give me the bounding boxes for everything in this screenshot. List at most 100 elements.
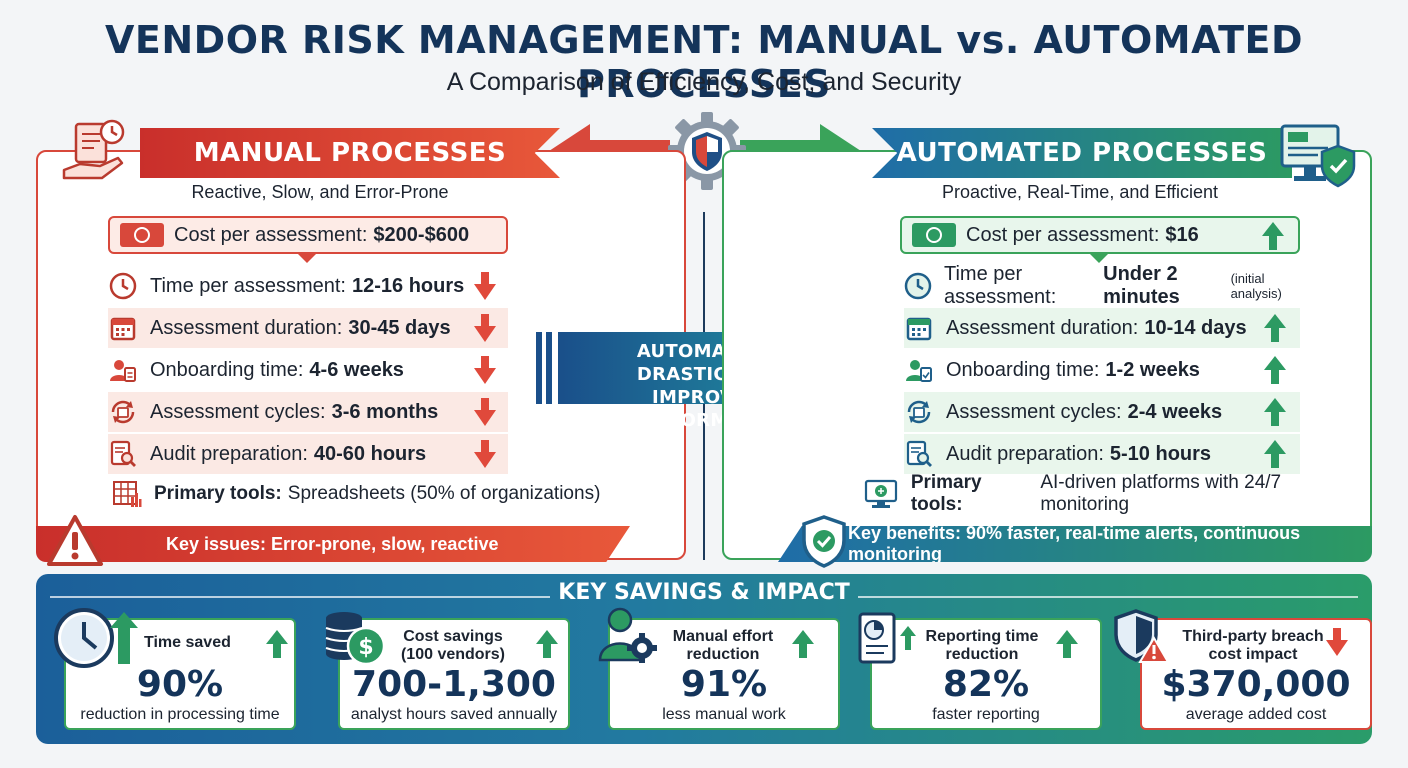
cycle-calendar-icon xyxy=(904,397,934,427)
arrow-up-icon xyxy=(792,630,814,658)
cost-notch xyxy=(1090,254,1108,263)
metric-value: 5-10 hours xyxy=(1109,442,1212,465)
card-sub: faster reporting xyxy=(932,706,1040,723)
manual-metric-row: Time per assessment: 12-16 hours xyxy=(108,266,508,306)
metric-value: 12-16 hours xyxy=(352,274,465,297)
card-label: Reporting time reduction xyxy=(925,628,1039,663)
manual-metric-row: Assessment cycles: 3-6 months xyxy=(108,392,508,432)
automated-trend-arrows xyxy=(1264,314,1286,468)
cost-notch xyxy=(298,254,316,263)
automated-tools-row: Primary tools: AI-driven platforms with … xyxy=(864,472,1364,515)
arrow-up-icon xyxy=(1264,398,1286,426)
arrow-up-icon xyxy=(1264,356,1286,384)
manual-tagline: Reactive, Slow, and Error-Prone xyxy=(191,182,449,202)
card-sub: less manual work xyxy=(662,706,786,723)
card-label: Time saved xyxy=(144,634,231,651)
metric-label: Assessment cycles: xyxy=(150,400,326,423)
manual-tools-row: Primary tools: Spreadsheets (50% of orga… xyxy=(112,474,632,514)
cycle-calendar-icon xyxy=(108,397,138,427)
arrow-up-icon xyxy=(266,630,288,658)
metric-value: 3-6 months xyxy=(331,400,439,423)
manual-metric-row: Audit preparation: 40-60 hours xyxy=(108,434,508,474)
metric-label: Audit preparation: xyxy=(946,442,1104,465)
arrow-up-icon xyxy=(1264,440,1286,468)
card-value: 91% xyxy=(680,664,768,705)
card-sub: average added cost xyxy=(1185,706,1327,723)
arrow-up-icon xyxy=(1264,314,1286,342)
metric-value: 30-45 days xyxy=(348,316,451,339)
calendar-icon xyxy=(904,313,934,343)
tools-value: AI-driven platforms with 24/7 monitoring xyxy=(1040,472,1282,515)
arrow-down-icon xyxy=(474,356,496,384)
metric-label: Onboarding time: xyxy=(946,358,1100,381)
clock-icon xyxy=(54,608,138,668)
tools-value: Spreadsheets (50% of organizations) xyxy=(287,483,601,504)
metric-label: Time per assessment: xyxy=(150,274,346,297)
shield-check-icon xyxy=(802,515,846,568)
arrow-down-icon xyxy=(474,314,496,342)
metric-value: 10-14 days xyxy=(1144,316,1247,339)
metric-value: Under 2 minutes xyxy=(1103,263,1180,308)
coins-dollar-icon: $ xyxy=(325,612,386,666)
metric-label: Assessment duration: xyxy=(946,316,1139,339)
arrow-down-icon xyxy=(474,272,496,300)
manual-metric-row: Assessment duration: 30-45 days xyxy=(108,308,508,348)
automated-metric-row: Assessment duration: 10-14 days xyxy=(904,308,1300,348)
person-clipboard-icon xyxy=(108,355,138,385)
metric-label: Time per assessment: xyxy=(944,263,1057,308)
clock-icon xyxy=(108,271,138,301)
document-search-icon xyxy=(904,439,934,469)
tools-label: Primary tools: xyxy=(910,472,982,515)
savings-title-rule xyxy=(858,596,1358,598)
savings-title-rule xyxy=(50,596,550,598)
manual-key-issues: Key issues: Error-prone, slow, reactive xyxy=(36,526,630,562)
automated-heading: AUTOMATED PROCESSES xyxy=(872,128,1292,178)
report-chart-icon xyxy=(858,612,916,664)
money-icon xyxy=(120,223,164,247)
person-gear-icon xyxy=(598,607,657,663)
automated-metric-row: Time per assessment: Under 2 minutes (in… xyxy=(904,263,1300,308)
document-search-icon xyxy=(108,439,138,469)
arrow-down-icon xyxy=(474,440,496,468)
metric-note: (initial analysis) xyxy=(1230,271,1282,301)
manual-cost-box: Cost per assessment: $200-$600 xyxy=(108,216,508,254)
card-value: $370,000 xyxy=(1161,664,1351,705)
arrow-up-icon xyxy=(536,630,558,658)
manual-metric-row: Onboarding time: 4-6 weeks xyxy=(108,350,508,390)
metric-value: 4-6 weeks xyxy=(309,358,404,381)
automated-cost-box: Cost per assessment: $16 xyxy=(900,216,1300,254)
savings-title: KEY SAVINGS & IMPACT xyxy=(558,580,850,605)
automated-metric-row: Audit preparation: 5-10 hours xyxy=(904,434,1300,474)
manual-heading: MANUAL PROCESSES xyxy=(140,128,560,178)
metric-label: Assessment cycles: xyxy=(946,400,1122,423)
card-value: 700-1,300 xyxy=(352,664,556,705)
card-sub: reduction in processing time xyxy=(80,706,280,723)
automated-key-benefits: Key benefits: 90% faster, real-time aler… xyxy=(778,526,1372,562)
manual-cost-value: $200-$600 xyxy=(373,223,470,246)
money-icon xyxy=(912,223,956,247)
card-label: Cost savings (100 vendors) xyxy=(400,628,506,663)
card-value: 90% xyxy=(136,664,224,705)
manual-cost-label: Cost per assessment: xyxy=(174,223,368,246)
arrow-up-icon xyxy=(1262,222,1284,250)
calendar-icon xyxy=(108,313,138,343)
clock-icon xyxy=(904,271,932,301)
metric-value: 40-60 hours xyxy=(313,442,427,465)
spreadsheet-icon xyxy=(112,479,142,509)
card-label: Manual effort reduction xyxy=(672,628,774,663)
automated-cost-value: $16 xyxy=(1165,223,1199,246)
automated-tagline: Proactive, Real-Time, and Efficient xyxy=(941,182,1219,202)
ai-monitor-icon xyxy=(864,479,899,509)
arrow-up-icon xyxy=(1056,630,1078,658)
tools-label: Primary tools: xyxy=(154,483,282,504)
metric-label: Onboarding time: xyxy=(150,358,304,381)
metric-value: 1-2 weeks xyxy=(1105,358,1200,381)
manual-trend-arrows xyxy=(474,272,496,468)
warning-icon xyxy=(47,515,103,566)
monitor-shield-icon xyxy=(1280,124,1356,188)
arrow-down-icon xyxy=(1326,628,1348,656)
card-sub: analyst hours saved annually xyxy=(350,706,558,723)
automated-cost-label: Cost per assessment: xyxy=(966,223,1160,246)
page-title: VENDOR RISK MANAGEMENT: MANUAL vs. AUTOM… xyxy=(104,18,1303,106)
automated-metric-row: Assessment cycles: 2-4 weeks xyxy=(904,392,1300,432)
